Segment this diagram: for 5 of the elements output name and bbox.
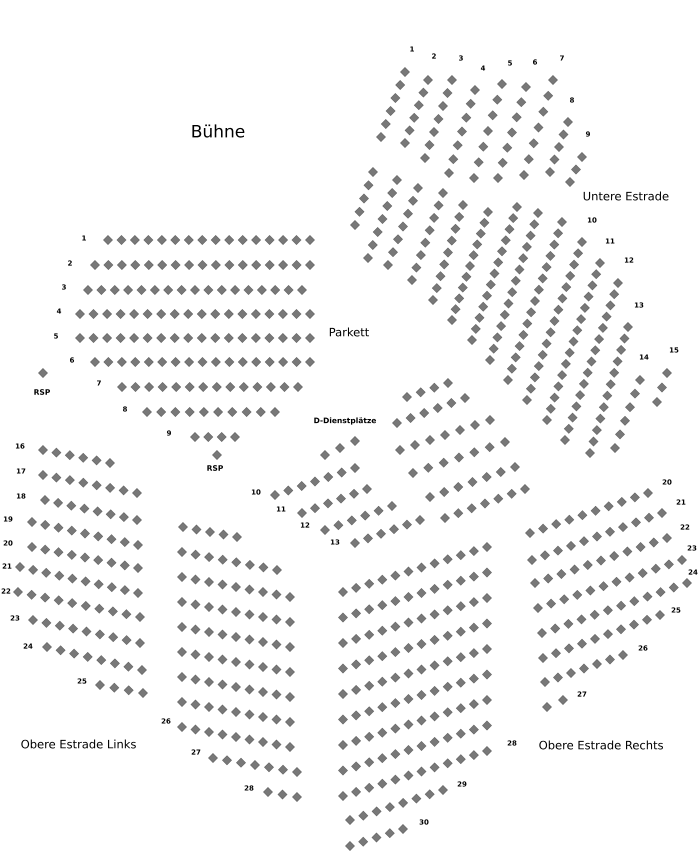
stage-label: Bühne <box>192 124 244 138</box>
section-label: Obere Estrade Rechts <box>539 740 663 750</box>
section-label: Parkett <box>330 328 369 336</box>
section-label: Untere Estrade <box>584 192 668 200</box>
section-label: Obere Estrade Links <box>21 740 136 748</box>
